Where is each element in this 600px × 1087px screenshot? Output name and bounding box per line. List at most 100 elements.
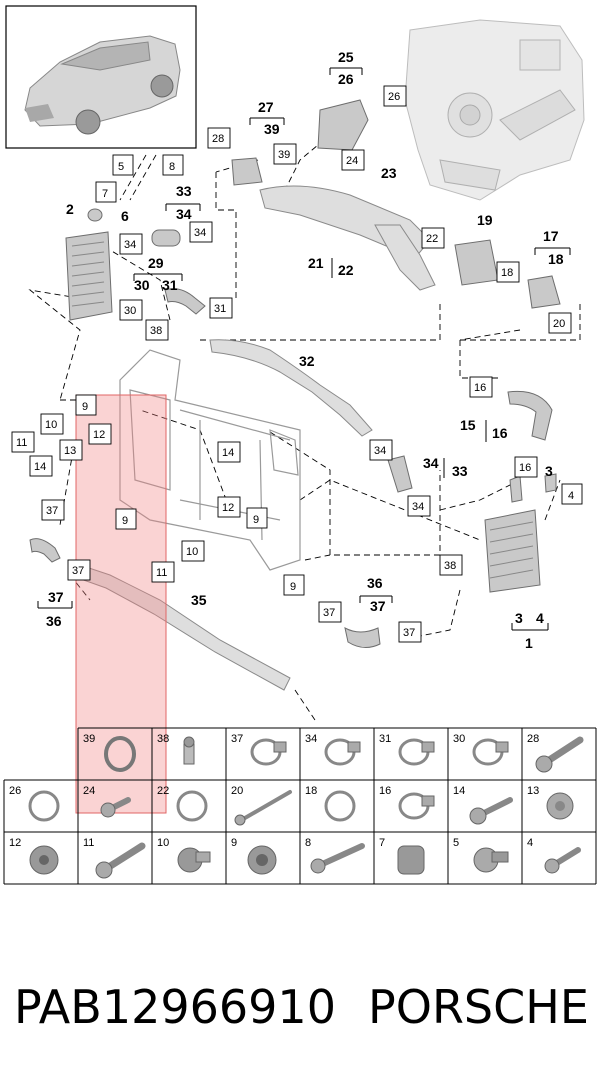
legend-14: 14 (453, 785, 465, 797)
callout-26a: 26 (388, 91, 400, 103)
label-15: 15 (460, 417, 476, 433)
legend-13: 13 (527, 785, 539, 797)
callout-34a: 34 (124, 239, 136, 251)
label-21: 21 (308, 255, 324, 271)
callout-30: 30 (124, 305, 136, 317)
legend-28: 28 (527, 733, 539, 745)
label-6: 6 (121, 208, 129, 224)
legend-11: 11 (83, 837, 94, 849)
callout-5: 5 (118, 161, 124, 173)
legend-8: 8 (305, 837, 311, 849)
legend-34: 34 (305, 733, 317, 745)
highlight-overlay (75, 394, 167, 814)
intercooler-left (65, 208, 113, 321)
legend-24: 24 (83, 785, 95, 797)
label-37b: 37 (48, 589, 64, 605)
label-17: 17 (543, 228, 559, 244)
callout-9d: 9 (122, 515, 128, 527)
callout-18a: 18 (501, 267, 513, 279)
callout-39a: 39 (278, 149, 290, 161)
label-3b: 3 (515, 610, 523, 626)
callout-37a: 37 (323, 607, 335, 619)
callout-box-layer: 5 8 7 34 34 30 31 38 28 39 26 24 22 18 2… (11, 85, 583, 643)
label-19: 19 (477, 212, 493, 228)
callout-13a: 13 (64, 445, 76, 457)
parts-legend-grid: 39 38 37 34 31 30 28 26 24 22 20 18 16 1… (3, 727, 597, 885)
label-37a: 37 (370, 598, 386, 614)
callout-16b: 16 (519, 462, 531, 474)
legend-5: 5 (453, 837, 459, 849)
callout-7: 7 (102, 188, 108, 200)
legend-7: 7 (379, 837, 385, 849)
callout-12b: 12 (93, 429, 105, 441)
label-34b: 34 (423, 455, 439, 471)
legend-12: 12 (9, 837, 21, 849)
callout-20a: 20 (553, 318, 565, 330)
label-34a: 34 (176, 206, 192, 222)
callout-37d: 37 (72, 565, 84, 577)
callout-11a: 11 (156, 567, 167, 579)
label-31: 31 (162, 277, 178, 293)
engine-block (404, 19, 585, 201)
label-22: 22 (338, 262, 354, 278)
legend-38: 38 (157, 733, 169, 745)
intercooler-right (484, 509, 541, 593)
label-16: 16 (492, 425, 508, 441)
callout-9c: 9 (82, 401, 88, 413)
label-23: 23 (381, 165, 397, 181)
callout-38b: 38 (444, 560, 456, 572)
label-33a: 33 (176, 183, 192, 199)
label-39: 39 (264, 121, 280, 137)
callout-14b: 14 (34, 461, 46, 473)
callout-12a: 12 (222, 502, 234, 514)
label-27: 27 (258, 99, 274, 115)
label-29: 29 (148, 255, 164, 271)
legend-10: 10 (157, 837, 169, 849)
parts-diagram: 5 8 7 34 34 30 31 38 28 39 26 24 22 18 2… (3, 5, 597, 885)
callout-24a: 24 (346, 155, 358, 167)
label-26: 26 (338, 71, 354, 87)
legend-30: 30 (453, 733, 465, 745)
callout-9a: 9 (253, 514, 259, 526)
legend-39: 39 (83, 733, 95, 745)
legend-18: 18 (305, 785, 317, 797)
callout-34b: 34 (194, 227, 206, 239)
label-35: 35 (191, 592, 207, 608)
callout-14a: 14 (222, 447, 234, 459)
callout-11b: 11 (16, 437, 27, 449)
legend-26: 26 (9, 785, 21, 797)
callout-34d: 34 (412, 501, 424, 513)
pipes (29, 99, 561, 691)
callout-34c: 34 (374, 445, 386, 457)
callout-31: 31 (214, 303, 226, 315)
legend-9: 9 (231, 837, 237, 849)
callout-22a: 22 (426, 233, 438, 245)
legend-20: 20 (231, 785, 243, 797)
group-labels: 25 26 27 39 33 34 2 6 29 30 31 23 19 17 … (37, 49, 571, 651)
part-number: PAB12966910 (14, 980, 336, 1034)
callout-38a: 38 (150, 325, 162, 337)
legend-31: 31 (379, 733, 391, 745)
label-36b: 36 (46, 613, 62, 629)
label-18: 18 (548, 251, 564, 267)
label-32: 32 (299, 353, 315, 369)
legend-4: 4 (527, 837, 533, 849)
brand-name: PORSCHE (368, 980, 589, 1034)
callout-10a: 10 (186, 546, 198, 558)
legend-37: 37 (231, 733, 243, 745)
callout-16a: 16 (474, 382, 486, 394)
callout-37b: 37 (403, 627, 415, 639)
callout-8: 8 (169, 161, 175, 173)
label-36a: 36 (367, 575, 383, 591)
label-3a: 3 (545, 463, 553, 479)
label-1: 1 (525, 635, 533, 651)
callout-4a: 4 (568, 490, 574, 502)
callout-28: 28 (212, 133, 224, 145)
callout-9b: 9 (290, 581, 296, 593)
callout-10b: 10 (45, 419, 57, 431)
label-4: 4 (536, 610, 544, 626)
legend-16: 16 (379, 785, 391, 797)
callout-37c: 37 (46, 505, 58, 517)
label-2: 2 (66, 201, 74, 217)
label-25: 25 (338, 49, 354, 65)
